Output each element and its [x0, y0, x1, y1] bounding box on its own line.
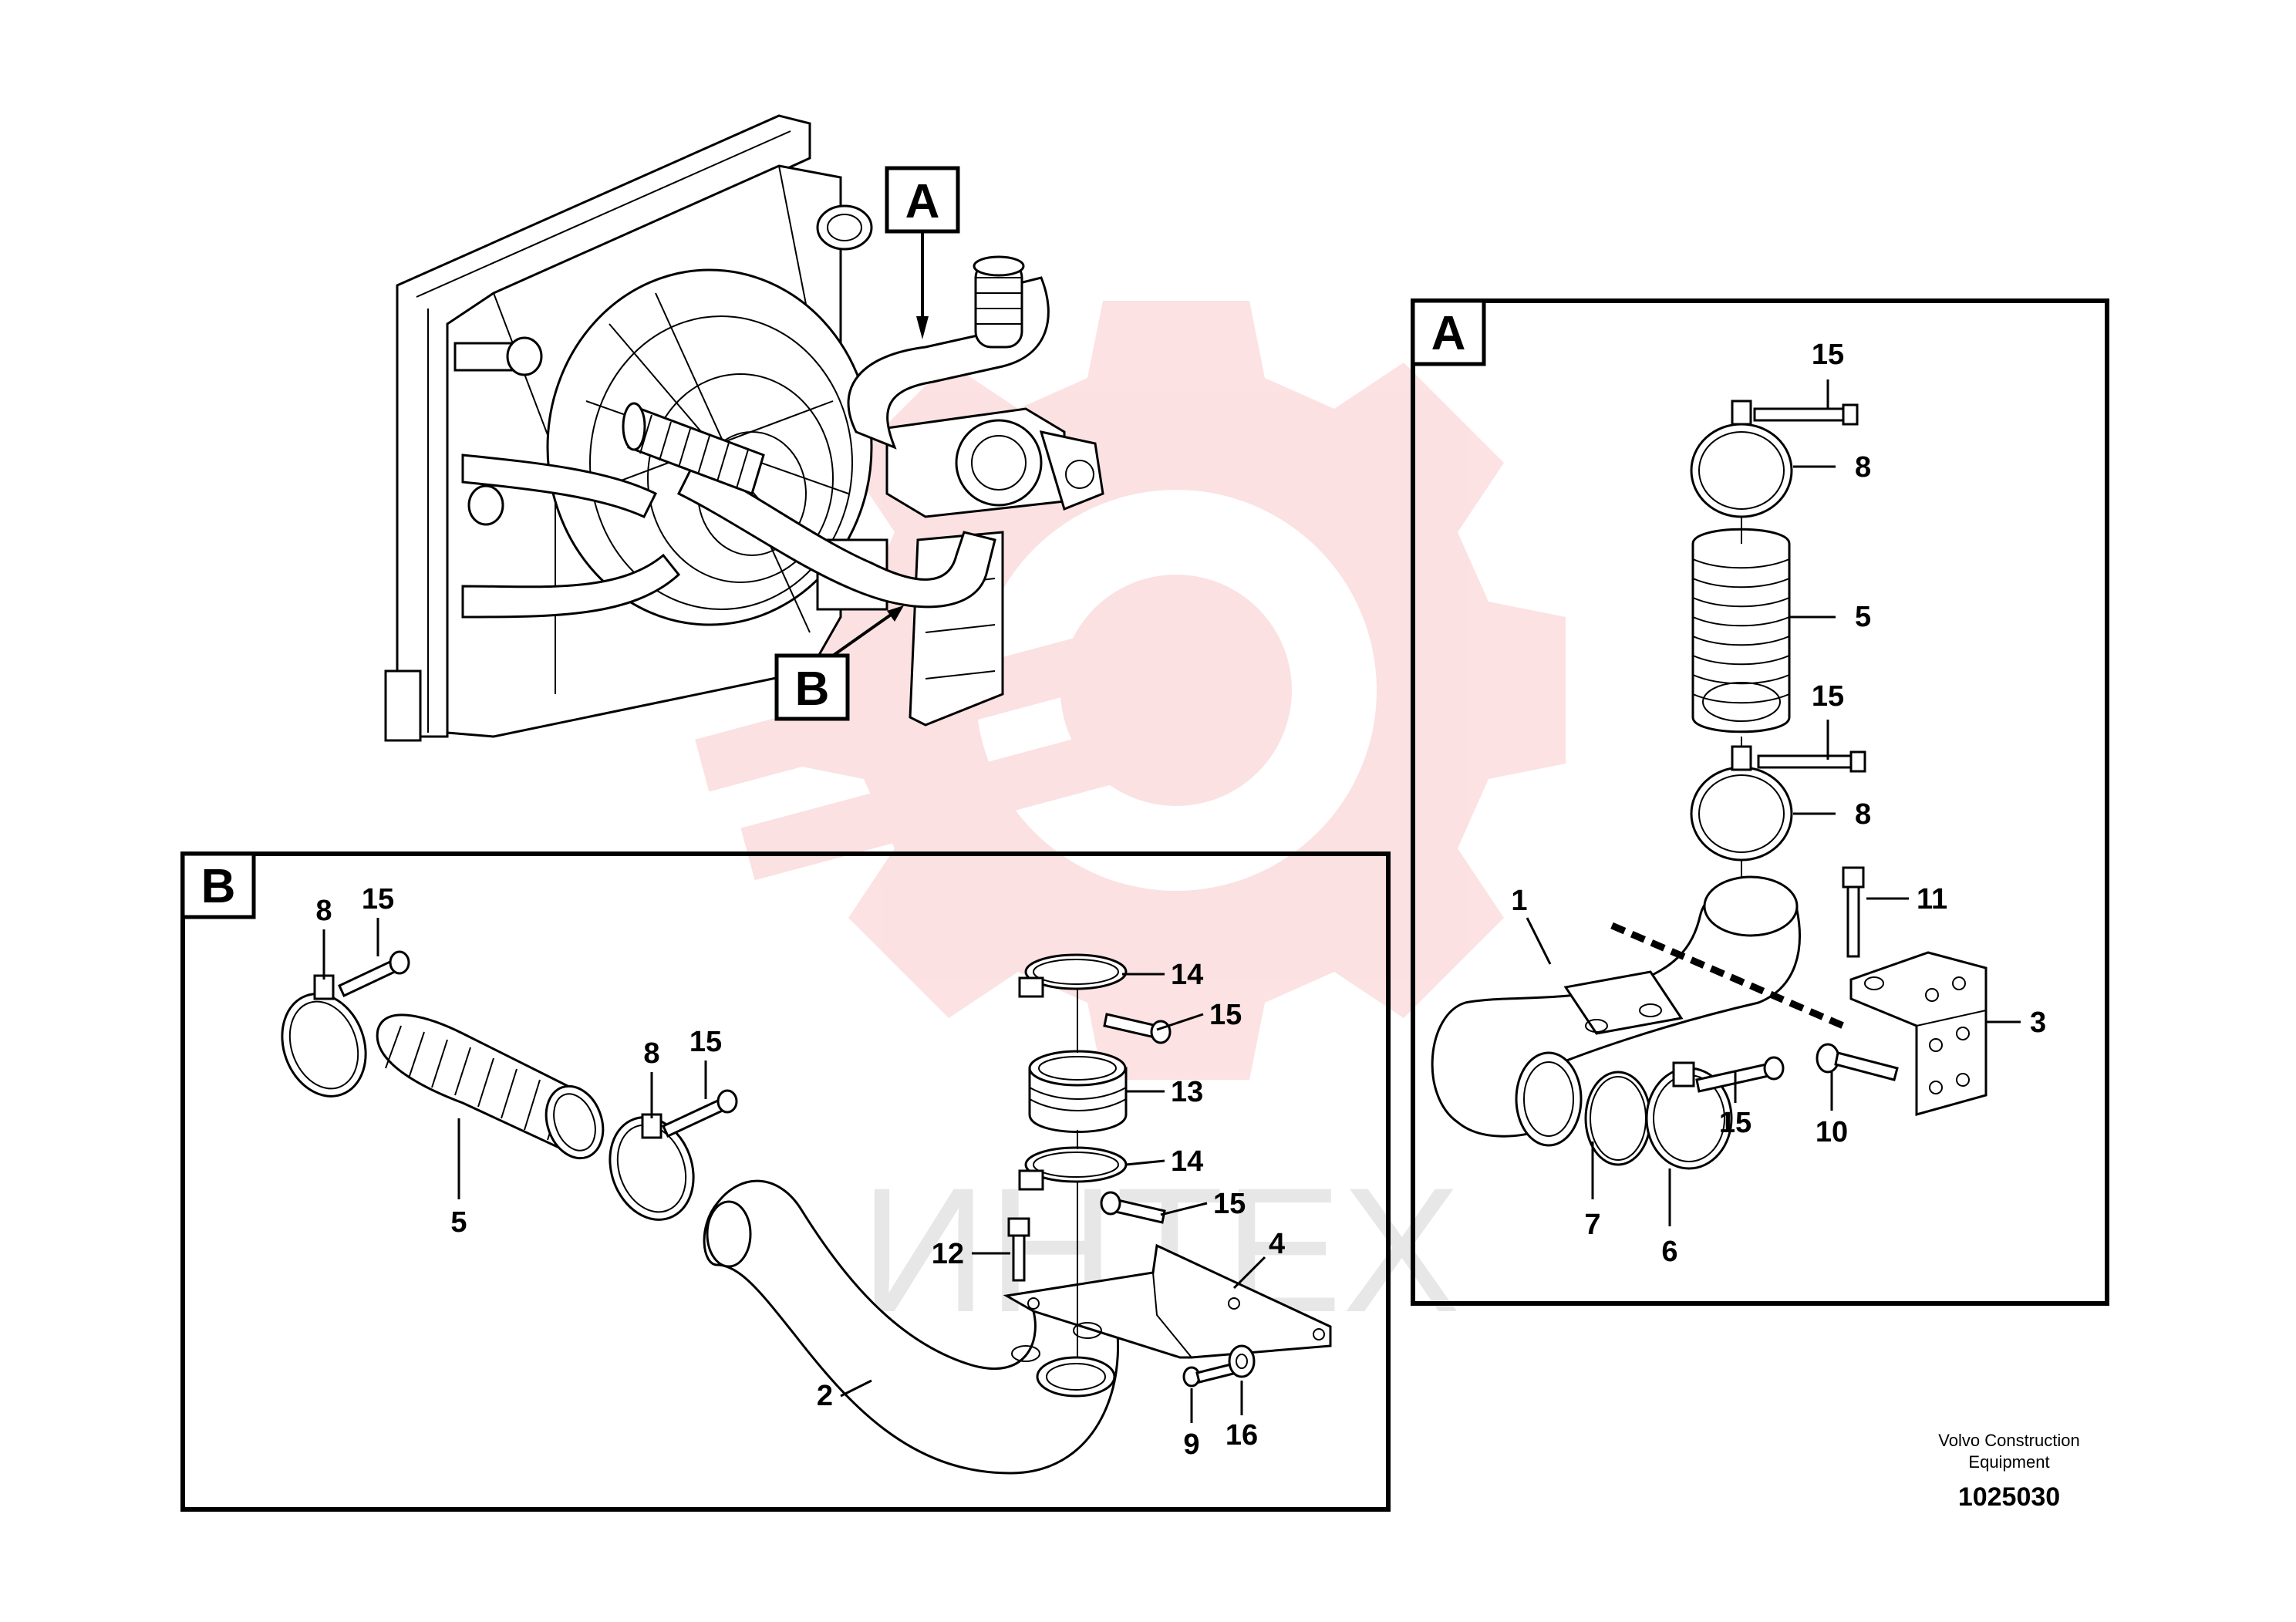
charge-pipe-b [622, 402, 996, 609]
bolt-10-icon [1816, 1043, 1899, 1081]
label-b-12: 12 [932, 1238, 964, 1270]
label-a-1: 1 [1511, 885, 1527, 917]
washer-16-icon [1228, 1344, 1256, 1378]
bolt-15-top-icon [1753, 403, 1859, 426]
label-a-11: 11 [1917, 883, 1947, 916]
label-a-15-mid: 15 [1812, 680, 1844, 713]
bellows-5-b-icon [376, 1013, 605, 1160]
detail-a-panel: A [1411, 298, 2109, 1306]
label-a-3: 3 [2030, 1007, 2046, 1039]
label-a-10: 10 [1816, 1116, 1848, 1148]
bolt-15-r2-icon [1100, 1191, 1166, 1224]
label-b-15-left: 15 [362, 883, 394, 916]
o-ring-7-icon [1515, 1051, 1652, 1166]
clamp-14-top-icon [1018, 953, 1128, 998]
bolt-15-left-icon [338, 950, 410, 998]
label-b-14-top: 14 [1171, 959, 1203, 991]
company-name-line2: Equipment [1968, 1452, 2049, 1472]
clamp-8-left-icon [281, 974, 367, 1098]
label-b-15-mid: 15 [689, 1026, 722, 1058]
label-b-4: 4 [1269, 1228, 1285, 1260]
label-b-15-r1: 15 [1209, 999, 1242, 1031]
clamp-6-icon [1645, 1061, 1733, 1170]
callout-b-label: B [795, 663, 830, 716]
label-b-16: 16 [1226, 1419, 1258, 1452]
callout-b-leader [831, 608, 900, 657]
clamp-8-top-icon [1690, 400, 1793, 518]
bolt-9-icon [1182, 1362, 1238, 1388]
clamp-8-mid-icon [1690, 745, 1793, 862]
label-a-8-top: 8 [1855, 451, 1871, 484]
callout-b-box [774, 653, 850, 721]
radiator-foot [384, 669, 422, 742]
bellows-5-icon [1691, 528, 1791, 733]
pipe-2-icon [703, 1179, 1120, 1475]
label-a-7: 7 [1584, 1209, 1600, 1241]
label-a-6: 6 [1661, 1236, 1677, 1268]
label-b-5: 5 [450, 1206, 467, 1239]
detail-b-panel: B [180, 851, 1391, 1512]
label-a-15-top: 15 [1812, 339, 1844, 371]
label-b-2: 2 [817, 1380, 833, 1412]
bracket-4-icon [1003, 1243, 1332, 1362]
clamp-8-mid-b-icon [609, 1113, 695, 1221]
label-b-8-left: 8 [315, 895, 332, 927]
label-b-9: 9 [1183, 1428, 1199, 1461]
charge-pipe-a [847, 255, 1050, 450]
bolt-12-icon [1007, 1217, 1030, 1282]
label-a-15-low: 15 [1719, 1107, 1752, 1139]
detail-b-tag: B [201, 860, 236, 913]
label-b-14-low: 14 [1171, 1145, 1203, 1178]
detail-a-tag: A [1431, 307, 1466, 360]
label-a-8-mid: 8 [1855, 798, 1871, 831]
sleeve-13-icon [1028, 1050, 1128, 1133]
bolt-15-mid-b-icon [662, 1089, 738, 1138]
label-b-8-mid: 8 [643, 1037, 659, 1070]
bolt-11-icon [1842, 866, 1865, 958]
bolt-15-mid-icon [1757, 750, 1866, 773]
label-a-5: 5 [1855, 601, 1871, 633]
bolt-15-low-icon [1695, 1056, 1785, 1093]
drawing-number: 1025030 [1958, 1482, 2060, 1512]
company-name-line1: Volvo Construction [1938, 1431, 2079, 1450]
bellows-a-icon [974, 261, 1023, 349]
callout-a-label: A [905, 175, 940, 228]
overview-illustration [384, 114, 1104, 742]
bracket-3-icon [1849, 951, 1988, 1116]
label-b-13: 13 [1171, 1076, 1203, 1108]
label-b-15-r2: 15 [1213, 1188, 1246, 1220]
